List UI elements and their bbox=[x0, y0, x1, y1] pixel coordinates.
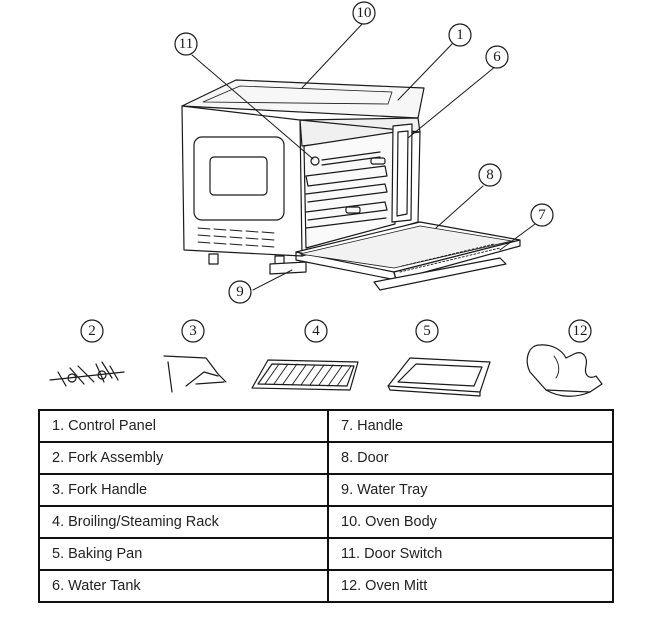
table-row: 4. Broiling/Steaming Rack 10. Oven Body bbox=[38, 505, 614, 539]
callout-4 bbox=[304, 319, 328, 343]
part-cell: 7. Handle bbox=[327, 409, 614, 443]
rack-icon bbox=[251, 359, 359, 391]
callout-5-number: 5 bbox=[423, 323, 431, 339]
oven-mitt-icon bbox=[526, 344, 603, 397]
table-row: 5. Baking Pan 11. Door Switch bbox=[38, 537, 614, 571]
part-cell: 9. Water Tray bbox=[327, 473, 614, 507]
callout-10-number: 10 bbox=[357, 5, 372, 21]
part-cell: 10. Oven Body bbox=[327, 505, 614, 539]
table-row: 2. Fork Assembly 8. Door bbox=[38, 441, 614, 475]
callout-2 bbox=[80, 319, 104, 343]
callout-3 bbox=[181, 319, 205, 343]
oven-parts-diagram: 10 1 6 11 8 7 9 2 3 4 5 12 bbox=[49, 1, 603, 397]
part-cell: 3. Fork Handle bbox=[38, 473, 329, 507]
callout-12 bbox=[568, 319, 592, 343]
callout-1-number: 1 bbox=[456, 27, 464, 43]
table-row: 3. Fork Handle 9. Water Tray bbox=[38, 473, 614, 507]
callout-5 bbox=[415, 319, 439, 343]
part-cell: 5. Baking Pan bbox=[38, 537, 329, 571]
part-cell: 12. Oven Mitt bbox=[327, 569, 614, 603]
baking-pan-icon bbox=[387, 357, 491, 397]
oven-illustration bbox=[181, 79, 521, 291]
callout-8-number: 8 bbox=[486, 167, 494, 183]
callout-6-number: 6 bbox=[493, 49, 501, 65]
fork-assembly-icon bbox=[49, 361, 125, 387]
callout-12-number: 12 bbox=[573, 323, 588, 339]
callout-11 bbox=[174, 32, 198, 56]
table-row: 1. Control Panel 7. Handle bbox=[38, 409, 614, 443]
callout-4-number: 4 bbox=[312, 323, 320, 339]
part-cell: 4. Broiling/Steaming Rack bbox=[38, 505, 329, 539]
callout-7-number: 7 bbox=[538, 207, 546, 223]
callout-1 bbox=[448, 23, 472, 47]
callout-9-number: 9 bbox=[236, 284, 244, 300]
part-cell: 6. Water Tank bbox=[38, 569, 329, 603]
callout-8 bbox=[478, 163, 502, 187]
callout-2-number: 2 bbox=[88, 323, 96, 339]
callout-9 bbox=[228, 280, 252, 304]
callout-10 bbox=[352, 1, 376, 25]
callout-7 bbox=[530, 203, 554, 227]
part-cell: 2. Fork Assembly bbox=[38, 441, 329, 475]
fork-handle-icon bbox=[163, 355, 227, 393]
callout-3-number: 3 bbox=[189, 323, 197, 339]
part-cell: 1. Control Panel bbox=[38, 409, 329, 443]
table-row: 6. Water Tank 12. Oven Mitt bbox=[38, 569, 614, 603]
callout-6 bbox=[485, 45, 509, 69]
part-cell: 8. Door bbox=[327, 441, 614, 475]
part-cell: 11. Door Switch bbox=[327, 537, 614, 571]
callout-11-number: 11 bbox=[179, 36, 193, 52]
parts-table: 1. Control Panel 7. Handle 2. Fork Assem… bbox=[38, 409, 614, 603]
